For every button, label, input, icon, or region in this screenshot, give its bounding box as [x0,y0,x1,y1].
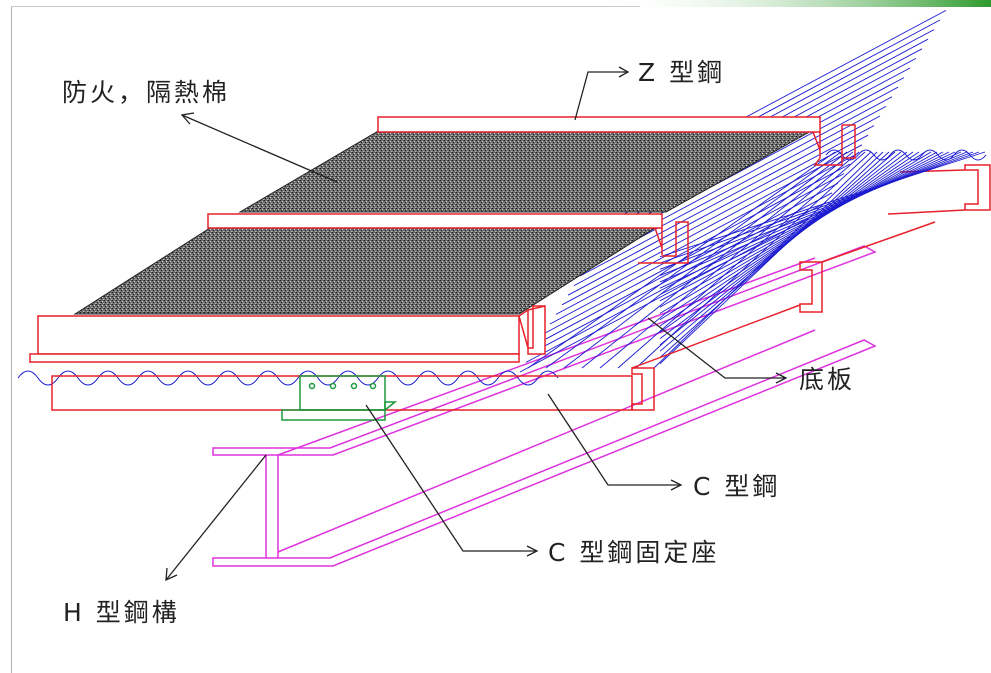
sheet-rib-line [555,154,857,315]
c-steel-near-profile [631,367,655,411]
label-h-steel: H 型鋼構 [63,598,180,627]
insulation-panels [73,129,815,315]
sheet-rib-line [525,202,827,363]
z-steel-back [377,116,856,166]
fixing-seat-bolt [329,382,337,390]
fixing-seat-plate [299,375,386,411]
sheet-rib-line [519,211,821,373]
c-steel-near [51,304,801,411]
z-steel-front [29,305,546,363]
h-beam-web-top-edge [277,257,816,456]
sheet-rib-line [561,144,863,306]
c-steel-middle-back-edge [821,221,936,263]
sheet-rib-line [659,151,896,352]
corrugated-base-sheet [17,10,987,386]
leader-insulation [180,112,338,183]
h-beam-top-flange [212,245,877,456]
c-steel-far-top-edge [899,169,966,173]
leader-h-steel [165,454,267,582]
sheet-rib-line [659,151,956,289]
label-insulation: 防火，隔熱棉 [62,78,231,107]
z-steel-back-bevel [812,131,821,151]
c-steel-far-bottom-edge [887,209,966,215]
sheet-rib-line [659,151,908,339]
z-steel-middle-top [207,213,663,229]
sheet-back-wave-edge [825,149,987,161]
leader-base-plate [647,317,788,384]
fixing-seat-bolt [369,382,377,390]
z-steel-middle [207,213,689,264]
sheet-rib-line [549,163,851,325]
z-steel-purlins [29,116,856,363]
sheet-front-wave-edge [17,370,559,386]
leader-c-steel [547,393,683,491]
z-steel-front-web [37,315,520,355]
sheet-rib-line [659,151,932,314]
sheet-rib-line [617,151,866,369]
c-steel-near-top-edge [631,304,801,369]
sheet-rib-line [659,151,950,295]
sheet-rib-line [659,151,944,302]
z-steel-back-top [377,116,821,133]
fixing-seat-bolt [350,382,358,390]
sheet-rib-line [659,151,968,277]
frame-top-accent [600,0,991,7]
c-steel-fixing-seat [281,375,398,421]
sheet-rib-line [659,151,902,346]
leader-c-steel-seat [365,404,539,557]
c-steel-middle [799,221,936,313]
leader-z-steel [574,66,630,121]
z-steel-middle-bevel [654,227,663,249]
label-z-steel: Z 型鋼 [638,58,726,87]
label-base-plate: 底板 [799,365,856,394]
label-c-steel-seat: C 型鋼固定座 [548,538,720,567]
sheet-rib-line [579,115,881,277]
leader-lines [165,66,788,582]
sheet-rib-line [543,173,845,334]
sheet-rib-line [573,125,875,286]
c-steel-near-web [51,375,633,411]
z-steel-front-bottom-flange [29,353,520,363]
h-beam-bottom-flange [212,339,877,567]
sheet-rib-line [531,192,833,354]
z-steel-front-end [518,305,546,355]
sheet-rib-line [659,151,920,327]
c-steel-far [887,164,991,215]
z-steel-front-back-edge [527,305,546,311]
insulation-panel-back [238,129,815,213]
label-c-steel: C 型鋼 [693,472,781,501]
fixing-seat-base [281,401,398,421]
sheet-rib-line [659,151,974,270]
z-steel-middle-flange [638,221,689,264]
sheet-rib-line [659,151,938,308]
sheet-rib-line [659,151,890,358]
c-steel-far-profile [964,164,991,211]
c-steel-middle-profile [799,261,823,313]
h-beam-web-bottom-edge [277,329,816,553]
sheet-rib-line [659,151,914,333]
sheet-rib-line [659,151,980,264]
fixing-seat-bolt [308,382,316,390]
sheet-rib-line [659,151,926,321]
h-beam [212,245,877,567]
